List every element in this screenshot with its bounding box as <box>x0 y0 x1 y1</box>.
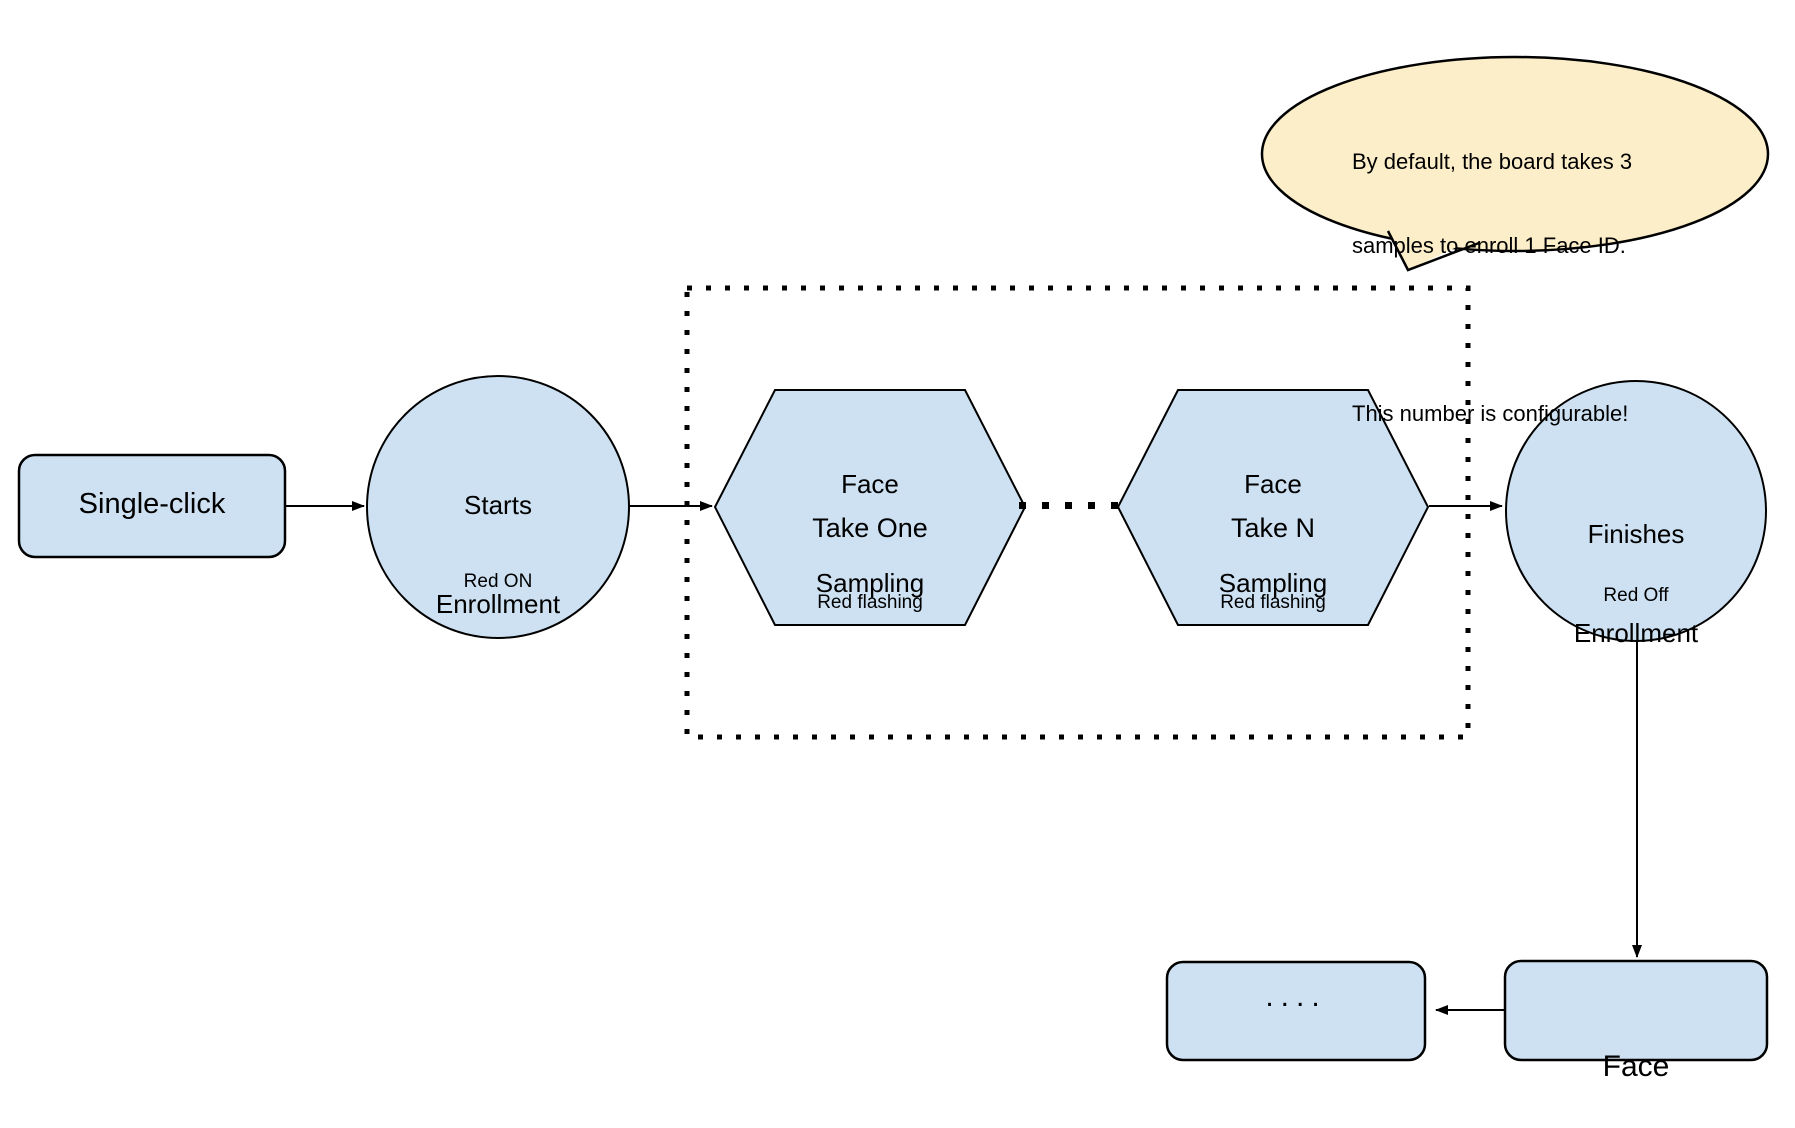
speech-bubble-tail-outline <box>1386 230 1480 272</box>
finishes-enrollment-label-line1: Finishes <box>1587 519 1685 549</box>
face-sampling-n-label-line1: Face <box>1244 469 1302 499</box>
face-detection-label-line1: Face <box>1602 1050 1670 1083</box>
continuation-node <box>1165 960 1427 1062</box>
continuation-label: .... <box>1265 980 1327 1013</box>
speech-bubble-text: By default, the board takes 3 samples to… <box>1352 92 1752 484</box>
face-sampling-one-label-line1: Face <box>841 469 899 499</box>
speech-bubble-tail-fill <box>1387 228 1480 270</box>
bubble-line-1: By default, the board takes 3 <box>1352 149 1633 174</box>
face-sampling-one-status: Red flashing <box>817 592 923 613</box>
speech-bubble-ellipse <box>1260 55 1770 253</box>
finishes-enrollment-status: Red Off <box>1603 585 1669 606</box>
connector-ellipsis-dot <box>1065 502 1072 509</box>
bubble-line-3 <box>1352 316 1752 344</box>
face-sampling-n-take-label: Take N <box>1230 513 1316 543</box>
single-click-label: Single-click <box>78 488 226 520</box>
connector-ellipsis-dot <box>1019 502 1026 509</box>
starts-enrollment-status: Red ON <box>463 571 533 592</box>
bubble-line-4: This number is configurable! <box>1352 401 1629 426</box>
starts-enrollment-label-line1: Starts <box>464 490 532 520</box>
connector-ellipsis-dot <box>1111 502 1118 509</box>
face-sampling-one-take-label: Take One <box>812 513 928 543</box>
connector-ellipsis-dot <box>1042 502 1049 509</box>
finishes-enrollment-label-line2: Enrollment <box>1573 618 1699 648</box>
face-sampling-n-label-line2: Sampling <box>1218 568 1328 598</box>
face-sampling-n-status: Red flashing <box>1220 592 1326 613</box>
face-sampling-one-label-line2: Sampling <box>815 568 925 598</box>
starts-enrollment-label-line2: Enrollment <box>435 589 561 619</box>
connector-ellipsis-dot <box>1088 502 1095 509</box>
face-sampling-n-node <box>1116 389 1430 626</box>
bubble-line-2: samples to enroll 1 Face ID. <box>1352 233 1626 258</box>
